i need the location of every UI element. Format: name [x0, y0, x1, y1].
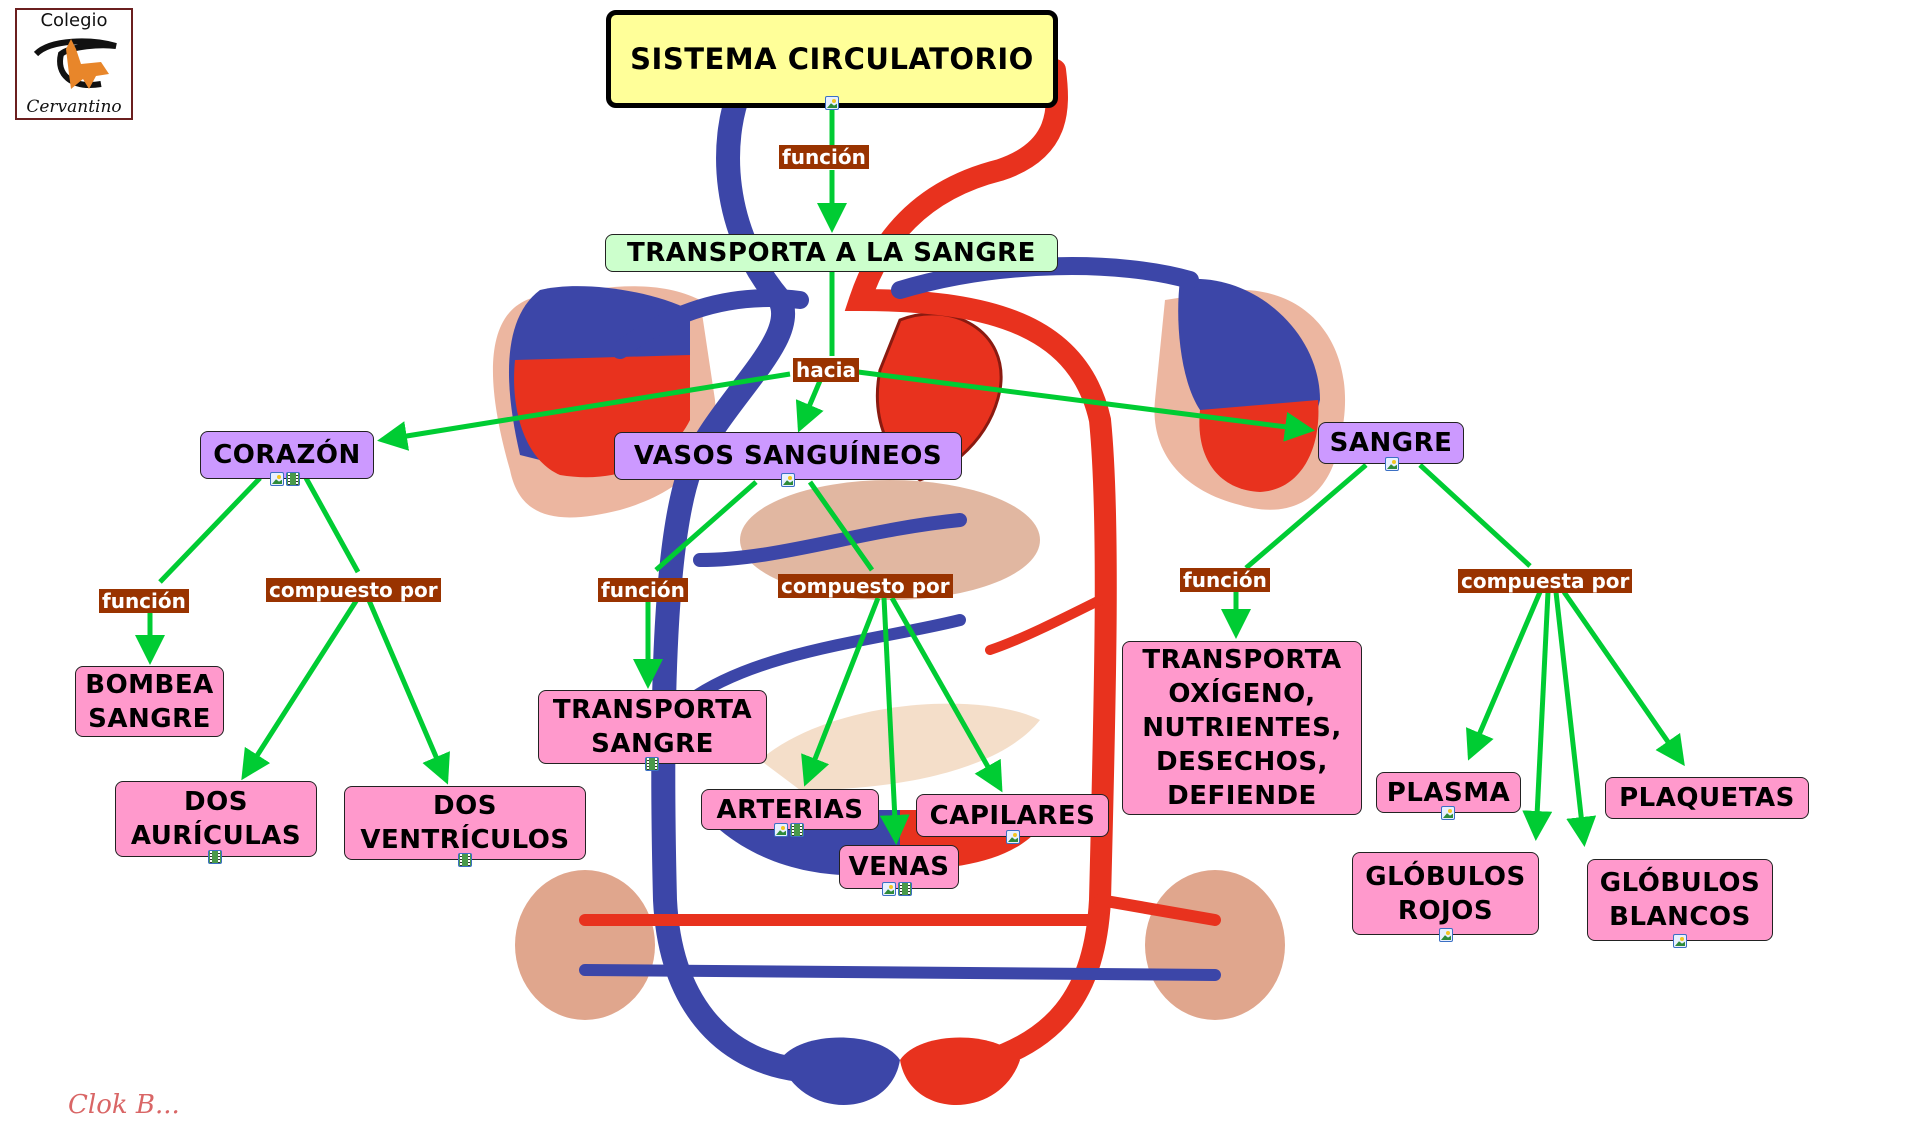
image-icon[interactable]: [825, 96, 839, 110]
node-venas[interactable]: VENAS: [839, 845, 959, 889]
video-icon[interactable]: [790, 823, 804, 837]
gut-vessel: [684, 614, 966, 706]
illustrator-signature: Clok B...: [68, 1090, 180, 1120]
link-label-sangre-compuesta: compuesta por: [1458, 569, 1633, 593]
node-transporta-a-la-sangre[interactable]: TRANSPORTA A LA SANGRE: [605, 234, 1058, 272]
node-globulos-blancos[interactable]: GLÓBULOS BLANCOS: [1587, 859, 1773, 941]
node-globulos-rojos[interactable]: GLÓBULOS ROJOS: [1352, 852, 1539, 935]
logo-top-text: Colegio: [40, 10, 108, 31]
image-icon[interactable]: [1673, 934, 1687, 948]
vasos-resource-icons: [781, 473, 795, 487]
node-dos-auriculas[interactable]: DOS AURÍCULAS: [115, 781, 317, 857]
logo-bottom-text: Cervantino: [26, 97, 122, 117]
video-icon[interactable]: [898, 882, 912, 896]
auriculas-resource-icons: [208, 850, 222, 864]
globulos-rojos-resource-icons: [1439, 928, 1453, 942]
plasma-resource-icons: [1441, 806, 1455, 820]
lower-capillary-bed: [780, 1037, 1020, 1105]
title-resource-icons: [825, 96, 839, 110]
image-icon[interactable]: [1385, 457, 1399, 471]
sangre-resource-icons: [1385, 457, 1399, 471]
renal-vein: [579, 964, 1221, 981]
node-vasos-sanguineos[interactable]: VASOS SANGUÍNEOS: [614, 432, 962, 480]
capilares-resource-icons: [1006, 830, 1020, 844]
pulmonary-artery-left: [611, 289, 809, 359]
arterias-resource-icons: [774, 823, 804, 837]
node-sistema-circulatorio[interactable]: SISTEMA CIRCULATORIO: [606, 10, 1058, 108]
ventriculos-resource-icons: [458, 853, 472, 867]
node-dos-ventriculos[interactable]: DOS VENTRÍCULOS: [344, 786, 586, 860]
node-transporta-oxigeno[interactable]: TRANSPORTA OXÍGENO, NUTRIENTES, DESECHOS…: [1122, 641, 1362, 815]
video-icon[interactable]: [208, 850, 222, 864]
link-label-corazon-funcion: función: [99, 589, 189, 613]
image-icon[interactable]: [270, 472, 284, 486]
image-icon[interactable]: [1006, 830, 1020, 844]
node-bombea-sangre[interactable]: BOMBEA SANGRE: [75, 666, 224, 737]
video-icon[interactable]: [286, 472, 300, 486]
image-icon[interactable]: [774, 823, 788, 837]
link-label-sangre-funcion: función: [1180, 568, 1270, 592]
link-label-vasos-funcion: función: [598, 578, 688, 602]
node-sangre[interactable]: SANGRE: [1318, 422, 1464, 464]
renal-artery-right: [1094, 894, 1221, 926]
image-icon[interactable]: [781, 473, 795, 487]
intestine: [760, 703, 1040, 790]
link-label-vasos-compuesto: compuesto por: [778, 574, 953, 598]
globulos-blancos-resource-icons: [1673, 934, 1687, 948]
right-kidney: [1145, 870, 1285, 1020]
knight-on-horse-icon: [33, 38, 117, 89]
venas-resource-icons: [882, 882, 912, 896]
link-label-funcion-main: función: [779, 145, 869, 169]
gut-artery: [985, 595, 1105, 655]
image-icon[interactable]: [1439, 928, 1453, 942]
left-kidney: [515, 870, 655, 1020]
corazon-resource-icons: [270, 472, 300, 486]
transporta-sangre-resource-icons: [645, 757, 659, 771]
video-icon[interactable]: [458, 853, 472, 867]
link-label-corazon-compuesto: compuesto por: [266, 578, 441, 602]
node-transporta-sangre[interactable]: TRANSPORTA SANGRE: [538, 690, 767, 764]
image-icon[interactable]: [1441, 806, 1455, 820]
node-plaquetas[interactable]: PLAQUETAS: [1605, 777, 1809, 819]
school-logo: Colegio Cervantino: [15, 8, 133, 120]
image-icon[interactable]: [882, 882, 896, 896]
right-lung: [1154, 278, 1346, 510]
video-icon[interactable]: [645, 757, 659, 771]
link-label-hacia: hacia: [793, 358, 859, 382]
